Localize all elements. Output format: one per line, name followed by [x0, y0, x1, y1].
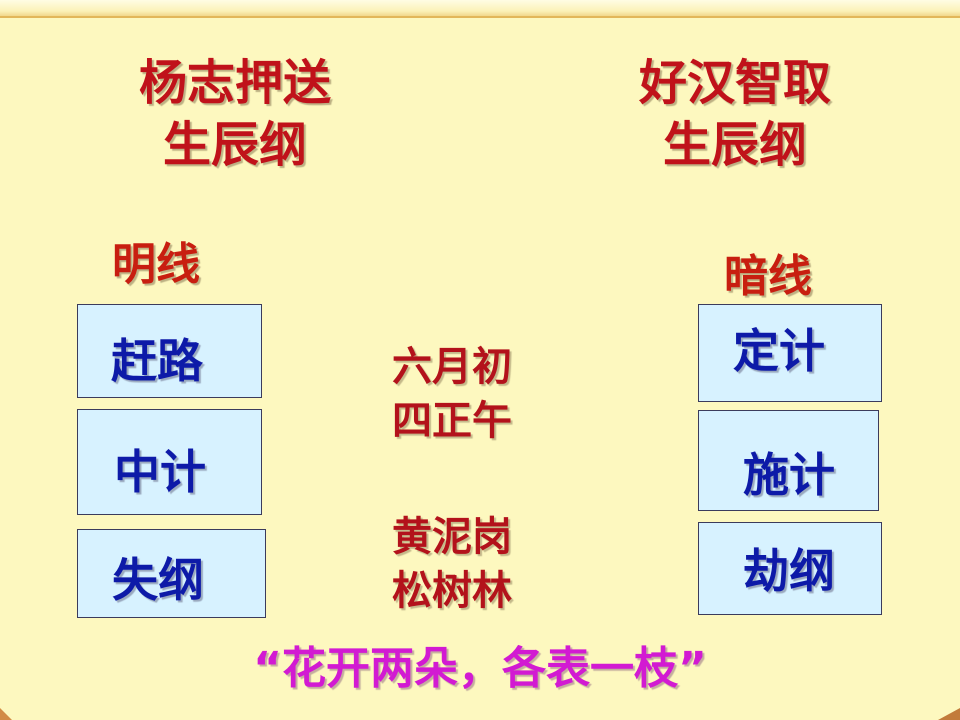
right-step-text-3: 劫纲	[743, 544, 835, 598]
center-time-line1: 六月初	[392, 344, 512, 390]
center-place-line2: 松树林	[392, 568, 512, 614]
corner-right-decoration	[938, 708, 960, 720]
right-step-text-2: 施计	[743, 448, 835, 502]
right-step-box-2: 施计	[698, 410, 879, 511]
left-step-box-2: 中计	[77, 409, 262, 515]
right-step-box-1: 定计	[698, 304, 882, 402]
center-time: 六月初 四正午	[392, 340, 512, 448]
label-ming-xian: 明线	[112, 239, 200, 290]
center-place: 黄泥岗 松树林	[392, 510, 512, 618]
title-left-line1: 杨志押送	[138, 55, 331, 111]
left-step-text-3: 失纲	[112, 553, 204, 607]
title-left: 杨志押送 生辰纲	[110, 52, 360, 176]
top-rule-decoration	[0, 16, 960, 18]
right-step-box-3: 劫纲	[698, 522, 882, 615]
title-right: 好汉智取 生辰纲	[610, 52, 860, 176]
bottom-quote: “花开两朵，各表一枝”	[253, 643, 707, 694]
title-right-line1: 好汉智取	[638, 55, 831, 111]
corner-left-decoration	[0, 708, 12, 720]
title-left-line2: 生辰纲	[162, 117, 307, 173]
center-place-line1: 黄泥岗	[392, 514, 512, 560]
center-time-line2: 四正午	[392, 398, 512, 444]
left-step-text-2: 中计	[114, 445, 206, 499]
top-band-decoration	[0, 0, 960, 16]
label-an-xian: 暗线	[724, 251, 812, 302]
title-right-line2: 生辰纲	[662, 117, 807, 173]
right-step-text-1: 定计	[733, 324, 825, 378]
left-step-box-3: 失纲	[77, 529, 266, 618]
left-step-text-1: 赶路	[111, 334, 203, 388]
left-step-box-1: 赶路	[77, 304, 262, 398]
